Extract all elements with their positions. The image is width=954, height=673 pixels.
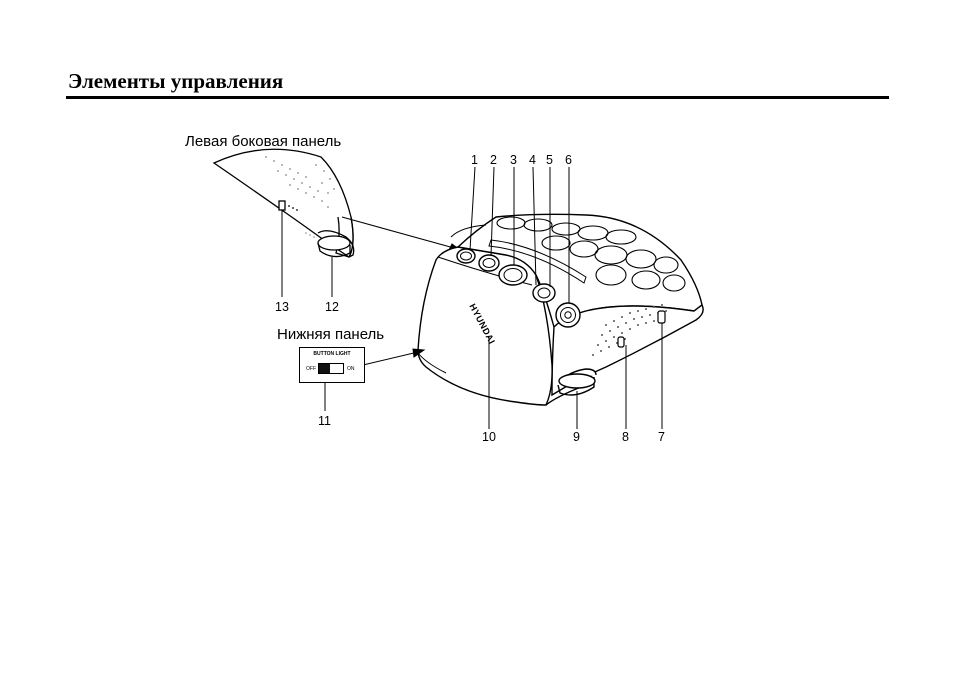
- callout-3: 3: [510, 153, 517, 167]
- left-panel-label: Левая боковая панель: [185, 133, 341, 151]
- bottom-panel-arrow: [363, 349, 424, 365]
- callout-13: 13: [275, 300, 289, 314]
- side-panel-arrow: [342, 217, 460, 250]
- callout-8: 8: [622, 430, 629, 444]
- title-rule: [66, 96, 889, 99]
- switch-on-label: ON: [347, 366, 355, 372]
- left-side-panel-drawing: [214, 149, 354, 297]
- switch-caption: BUTTON LIGHT: [300, 351, 364, 357]
- callout-11: 11: [318, 414, 331, 428]
- callout-6: 6: [565, 153, 572, 167]
- page-title: Элементы управления: [68, 66, 283, 96]
- controls-diagram: HYUNDAI Левая боковая панель Нижняя пане…: [66, 105, 889, 465]
- callout-7: 7: [658, 430, 665, 444]
- device-body: [418, 214, 703, 405]
- callout-1: 1: [471, 153, 478, 167]
- callout-10: 10: [482, 430, 496, 444]
- button-light-switch-panel: BUTTON LIGHT OFF ON: [299, 347, 365, 383]
- callout-5: 5: [546, 153, 553, 167]
- switch-off-label: OFF: [306, 366, 316, 372]
- callout-2: 2: [490, 153, 497, 167]
- bottom-panel-label: Нижняя панель: [277, 326, 384, 344]
- button-light-switch[interactable]: [318, 363, 344, 374]
- switch-knob: [319, 364, 330, 373]
- callout-12: 12: [325, 300, 339, 314]
- callout-4: 4: [529, 153, 536, 167]
- callout-9: 9: [573, 430, 580, 444]
